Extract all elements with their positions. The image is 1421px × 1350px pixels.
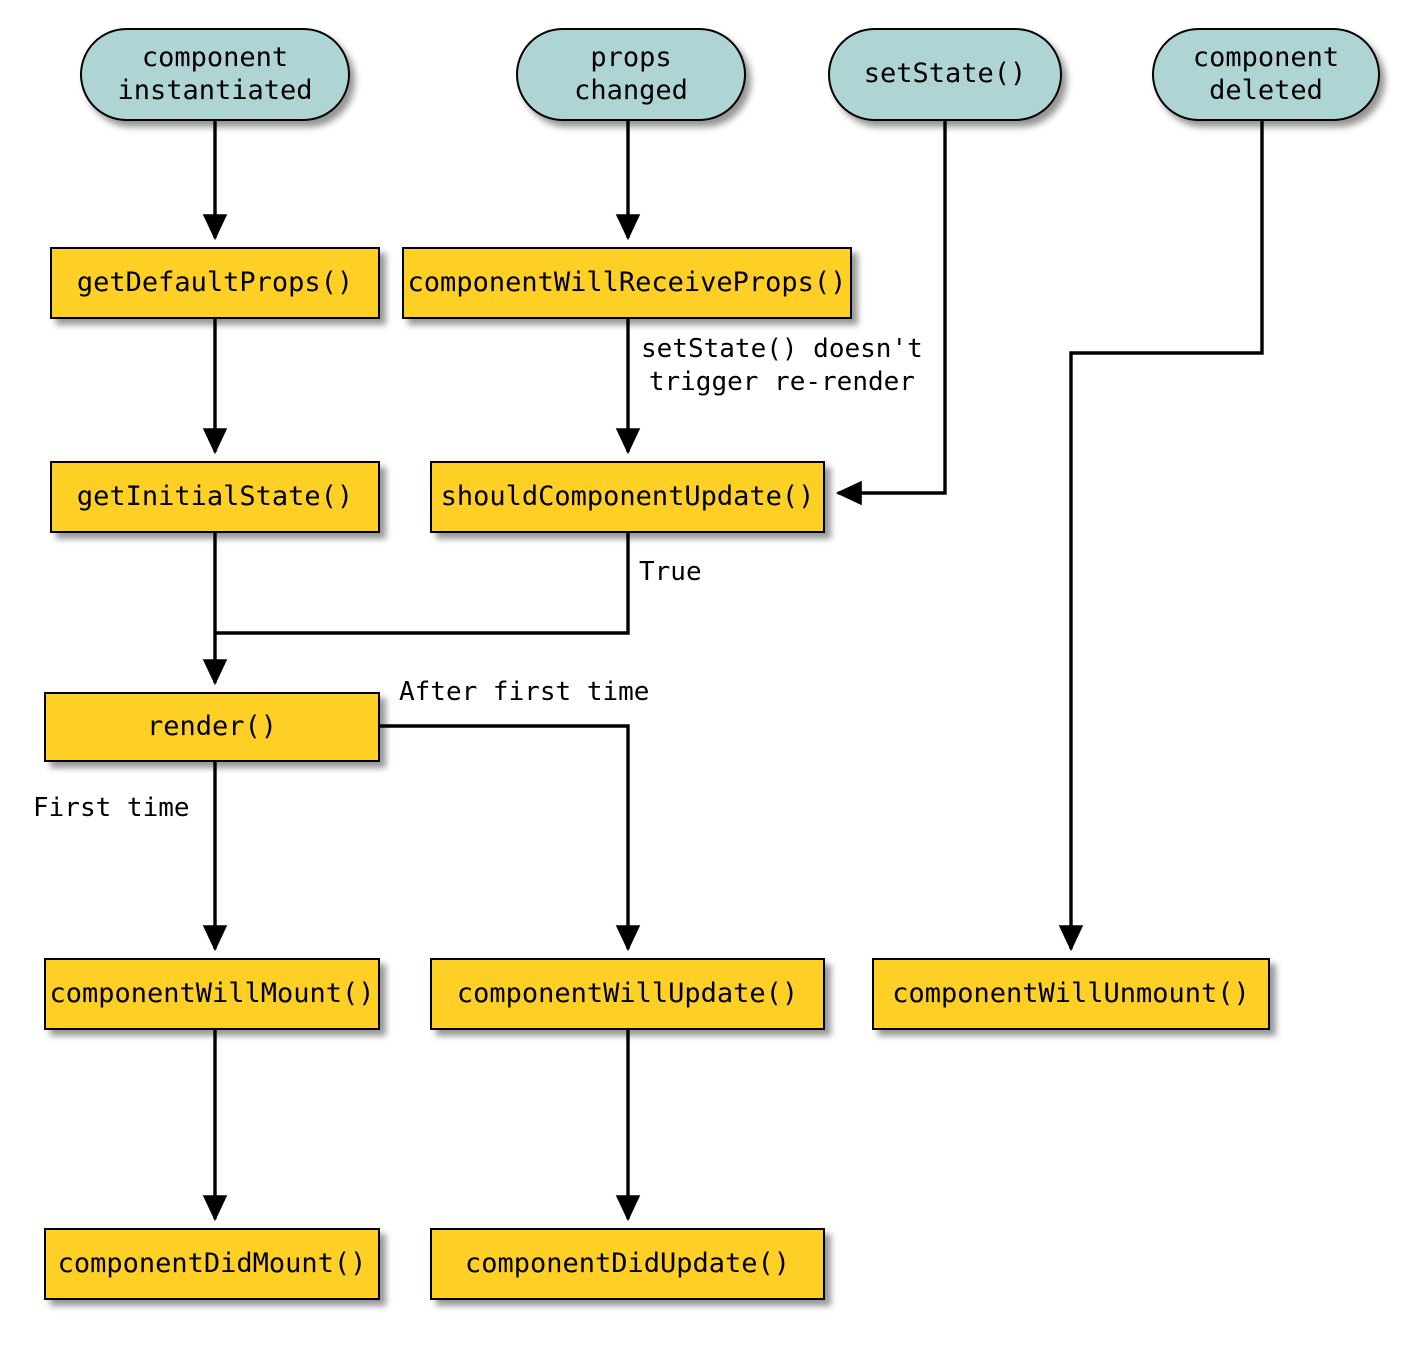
node-label: component deleted <box>1192 41 1340 106</box>
node-label: render() <box>146 710 278 742</box>
edge-label-setstate-no-rerender: setState() doesn't trigger re-render <box>641 334 923 397</box>
node-props-changed[interactable]: props changed <box>516 28 746 121</box>
node-getdefaultprops[interactable]: getDefaultProps() <box>50 247 380 319</box>
edge-deleted-to-willunmount <box>1058 121 1264 952</box>
node-label: component instantiated <box>117 41 313 106</box>
edge-label-true: True <box>639 557 702 587</box>
node-label: componentWillUnmount() <box>892 977 1250 1009</box>
node-label: componentWillUpdate() <box>456 977 799 1009</box>
node-label: setState() <box>863 58 1027 90</box>
edge-render-to-willupdate <box>380 724 641 952</box>
node-component-deleted[interactable]: component deleted <box>1152 28 1380 121</box>
node-componentwillmount[interactable]: componentWillMount() <box>44 958 380 1030</box>
node-label: componentDidMount() <box>57 1247 367 1279</box>
edge-shouldupdate-to-render <box>215 533 630 635</box>
node-componentwillupdate[interactable]: componentWillUpdate() <box>430 958 825 1030</box>
node-label: props changed <box>574 41 688 106</box>
node-getinitialstate[interactable]: getInitialState() <box>50 461 380 533</box>
node-label: getInitialState() <box>76 480 354 512</box>
edge-setstate-to-shouldupdate <box>835 121 947 506</box>
node-componentwillreceiveprops[interactable]: componentWillReceiveProps() <box>402 247 852 319</box>
node-component-instantiated[interactable]: component instantiated <box>80 28 350 121</box>
node-label: componentDidUpdate() <box>464 1247 791 1279</box>
node-label: shouldComponentUpdate() <box>440 480 815 512</box>
node-label: componentWillReceiveProps() <box>407 266 847 298</box>
node-componentwillunmount[interactable]: componentWillUnmount() <box>872 958 1270 1030</box>
node-shouldcomponentupdate[interactable]: shouldComponentUpdate() <box>430 461 825 533</box>
node-componentdidupdate[interactable]: componentDidUpdate() <box>430 1228 825 1300</box>
node-label: getDefaultProps() <box>76 266 354 298</box>
edge-label-first-time: First time <box>33 793 190 823</box>
node-label: componentWillMount() <box>49 977 375 1009</box>
node-render[interactable]: render() <box>44 692 380 762</box>
node-setstate[interactable]: setState() <box>828 28 1062 121</box>
edge-label-after-first-time: After first time <box>399 677 650 707</box>
node-componentdidmount[interactable]: componentDidMount() <box>44 1228 380 1300</box>
